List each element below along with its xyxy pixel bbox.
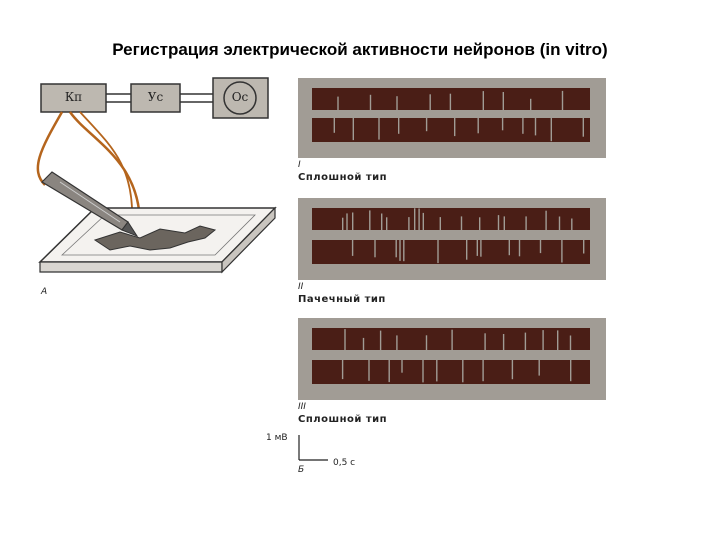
figure-letter-a: А bbox=[41, 287, 48, 297]
trace-band bbox=[312, 328, 590, 350]
trace-band bbox=[312, 360, 590, 384]
slide-title: Регистрация электрической активности ней… bbox=[112, 40, 608, 59]
scale-time-label: 0,5 с bbox=[333, 458, 356, 468]
box-kp bbox=[40, 83, 107, 113]
recording-2-type: Пачечный тип bbox=[298, 294, 386, 305]
recording-panel-2 bbox=[298, 198, 606, 280]
recordings-group bbox=[298, 78, 606, 400]
trace-band bbox=[312, 118, 590, 142]
box-us bbox=[130, 83, 181, 113]
recording-1-type: Сплошной тип bbox=[298, 172, 388, 183]
figure-letter-b: Б bbox=[298, 465, 305, 475]
scale-bar bbox=[298, 435, 328, 461]
box-kp-label: Кп bbox=[64, 90, 83, 104]
recording-3-type: Сплошной тип bbox=[298, 414, 388, 425]
electrode-wire bbox=[36, 111, 64, 186]
trace-band bbox=[312, 208, 590, 230]
tissue-slice bbox=[93, 225, 217, 251]
recording-panel-3 bbox=[298, 318, 606, 400]
recording-1-numeral: I bbox=[298, 160, 301, 170]
recording-2-numeral: II bbox=[298, 282, 304, 292]
trace-band bbox=[312, 88, 590, 110]
apparatus-schematic bbox=[36, 77, 277, 274]
recording-3-numeral: III bbox=[298, 402, 306, 412]
box-us-label: Ус bbox=[147, 90, 164, 104]
electrode-holder bbox=[41, 171, 139, 238]
electrode-wire-2 bbox=[68, 111, 142, 226]
trace-band bbox=[312, 240, 590, 264]
oscilloscope-screen bbox=[223, 81, 257, 115]
recording-panel-1 bbox=[298, 78, 606, 158]
box-os-label: Ос bbox=[231, 90, 249, 104]
scale-voltage-label: 1 мВ bbox=[266, 433, 288, 443]
